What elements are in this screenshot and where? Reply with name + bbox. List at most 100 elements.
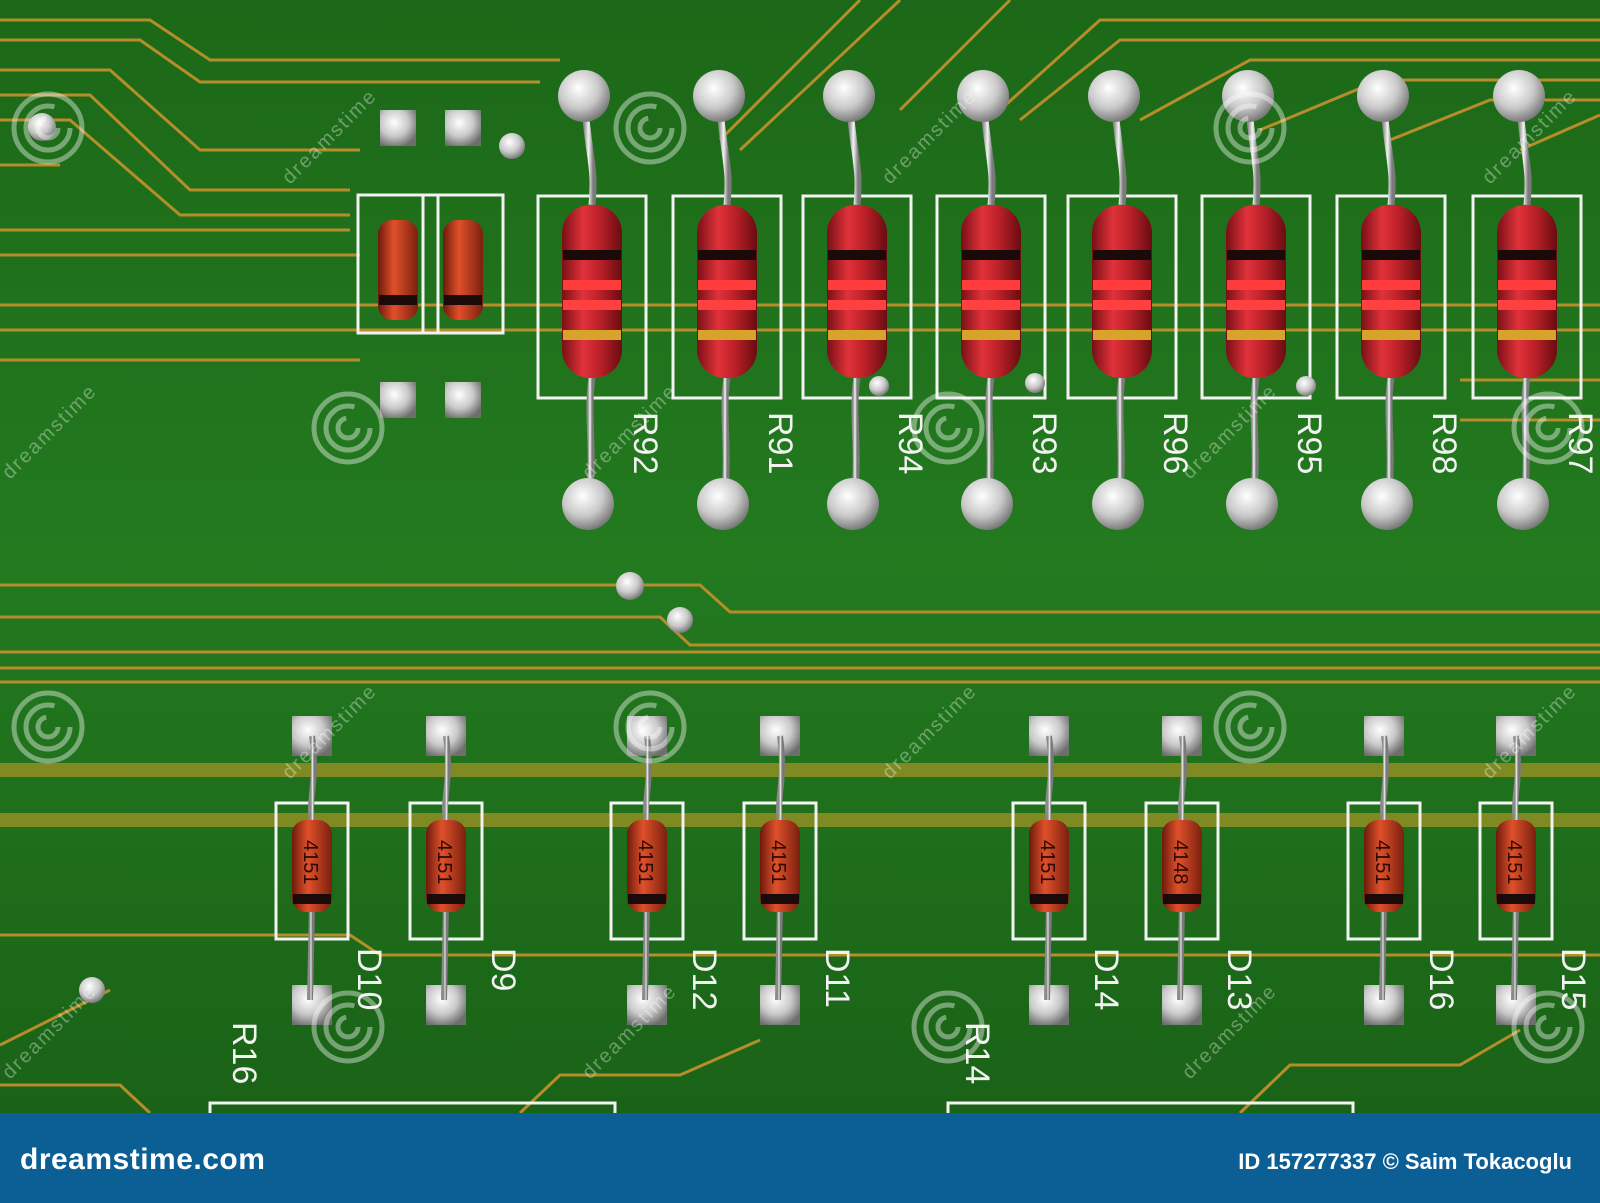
footer-bar: dreamstime.com ID 157277337 © Saim Tokac… bbox=[0, 1113, 1600, 1203]
solder-pad bbox=[961, 478, 1013, 530]
diode-lead bbox=[1044, 904, 1052, 1001]
copper-trace bbox=[1238, 1028, 1521, 1113]
copper-bus bbox=[0, 763, 1600, 777]
dreamstime-swirl-icon bbox=[11, 690, 85, 764]
resistor-outline bbox=[208, 1101, 617, 1113]
diode-lead bbox=[442, 735, 451, 821]
resistor-label: R98 bbox=[1425, 412, 1463, 474]
resistor-label: R14 bbox=[958, 1022, 996, 1084]
copper-trace bbox=[1389, 98, 1600, 142]
dreamstime-swirl-icon bbox=[1213, 91, 1287, 165]
resistor-row bbox=[558, 70, 1557, 530]
via bbox=[79, 977, 105, 1003]
resistor-band bbox=[828, 250, 886, 260]
diode-lead bbox=[1379, 904, 1387, 1001]
via bbox=[499, 133, 525, 159]
resistor-label: R94 bbox=[891, 412, 929, 474]
diode-label: D9 bbox=[484, 948, 522, 991]
copper-bus bbox=[0, 813, 1600, 827]
resistor-body bbox=[827, 205, 887, 378]
diode-lead bbox=[642, 904, 650, 1001]
solder-pad bbox=[1092, 478, 1144, 530]
resistor-band bbox=[962, 300, 1020, 310]
dreamstime-swirl-icon bbox=[11, 91, 85, 165]
solder-pad bbox=[1493, 70, 1545, 122]
wide-copper-traces bbox=[0, 763, 1600, 827]
diode-marking: 4151 bbox=[433, 840, 455, 885]
copper-trace bbox=[0, 933, 1600, 957]
solder-pad bbox=[827, 478, 879, 530]
resistor-band bbox=[1227, 250, 1285, 260]
resistor-label: R92 bbox=[626, 412, 664, 474]
resistor-band bbox=[1093, 330, 1151, 340]
resistor-band bbox=[1227, 330, 1285, 340]
dreamstime-swirl-icon bbox=[1511, 391, 1585, 465]
resistor-band bbox=[828, 330, 886, 340]
resistor-outline bbox=[946, 1101, 1355, 1113]
dreamstime-swirl-icon bbox=[311, 391, 385, 465]
resistor-band bbox=[1093, 300, 1151, 310]
diode-marking: 4151 bbox=[1503, 840, 1525, 885]
copper-trace bbox=[1139, 58, 1600, 122]
resistor-body bbox=[562, 205, 622, 378]
diode-marking: 4151 bbox=[634, 840, 656, 885]
diode-band bbox=[379, 295, 417, 305]
resistor-label: R93 bbox=[1025, 412, 1063, 474]
vias bbox=[28, 113, 1316, 1003]
diode-body bbox=[292, 820, 332, 912]
resistor-band bbox=[1362, 280, 1420, 290]
via bbox=[667, 607, 693, 633]
diode-body bbox=[1364, 820, 1404, 912]
dreamstime-swirl-icon bbox=[1511, 990, 1585, 1064]
resistor-band bbox=[1362, 250, 1420, 260]
resistor-band bbox=[698, 280, 756, 290]
resistor-band bbox=[563, 280, 621, 290]
diode-band bbox=[761, 894, 799, 904]
diode-band bbox=[1163, 894, 1201, 904]
copper-trace bbox=[1019, 38, 1600, 122]
diode-label: D15 bbox=[1554, 948, 1592, 1010]
resistor-band bbox=[1498, 300, 1556, 310]
resistor-body bbox=[697, 205, 757, 378]
resistor-body bbox=[961, 205, 1021, 378]
diode-lead bbox=[1045, 735, 1054, 821]
diode-body bbox=[426, 820, 466, 912]
copper-trace bbox=[518, 1038, 761, 1113]
solder-pad bbox=[1088, 70, 1140, 122]
resistor-label: R91 bbox=[761, 412, 799, 474]
copper-trace bbox=[718, 0, 862, 142]
dreamstime-swirl-icon bbox=[613, 690, 687, 764]
copper-trace bbox=[0, 68, 360, 152]
diode-lead bbox=[776, 735, 785, 821]
diode-lead bbox=[307, 904, 315, 1001]
diode-label: D11 bbox=[818, 948, 856, 1008]
diode-label: D12 bbox=[685, 948, 723, 1010]
via bbox=[616, 572, 644, 600]
resistor-band bbox=[962, 250, 1020, 260]
resistor-band bbox=[698, 300, 756, 310]
copper-trace bbox=[738, 0, 902, 152]
diode-label: D16 bbox=[1422, 948, 1460, 1010]
solder-pad bbox=[823, 70, 875, 122]
diode-band bbox=[628, 894, 666, 904]
diode-band bbox=[444, 295, 482, 305]
diode-lead bbox=[1511, 904, 1519, 1001]
resistor-band bbox=[962, 280, 1020, 290]
resistor-band bbox=[1093, 280, 1151, 290]
resistor-band bbox=[563, 330, 621, 340]
solder-pad bbox=[1497, 478, 1549, 530]
dreamstime-swirl-icon bbox=[613, 91, 687, 165]
diode-lead bbox=[1178, 735, 1187, 821]
solder-pad bbox=[562, 478, 614, 530]
footer-brand[interactable]: dreamstime.com bbox=[20, 1143, 266, 1176]
resistor-label: R97 bbox=[1561, 412, 1599, 474]
via bbox=[28, 113, 56, 141]
resistor-band bbox=[1498, 250, 1556, 260]
resistor-label: R16 bbox=[225, 1022, 263, 1084]
resistor-band bbox=[1093, 250, 1151, 260]
diode-marking: 4151 bbox=[299, 840, 321, 885]
copper-trace bbox=[0, 38, 540, 84]
diode-body bbox=[627, 820, 667, 912]
